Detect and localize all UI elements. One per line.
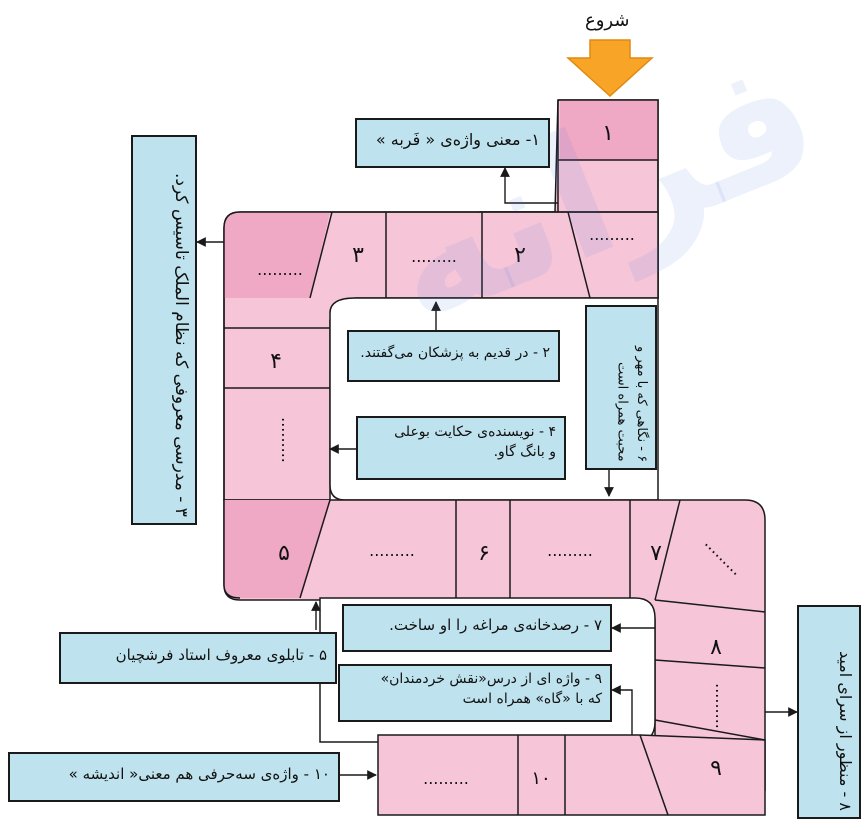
clue-1: ۱- معنی واژه‌ی « فَربه » [355, 118, 550, 168]
clue-4: ۴ - نویسنده‌ی حکایت بوعلی و بانگ گاو. [356, 416, 566, 480]
clue-6-line-1: ۶ - نگاهی که با مهر و [634, 345, 649, 462]
middle-left-dark [224, 500, 330, 598]
clue-9: ۹ - واژه ای از درس«نقش خردمندان» که با «… [338, 664, 612, 722]
clue-6: ۶ - نگاهی که با مهر و محبت همراه است [585, 305, 657, 470]
upper-left-dark [224, 212, 330, 298]
blank-cell-10: ......... [423, 769, 469, 788]
clue-3: ۳ - مدرسی معروفی که نظام الملک تاسیس کرد… [131, 135, 197, 525]
cell-number-9: ۹ [710, 756, 722, 781]
blank-cell-5: ......... [369, 541, 415, 560]
blank-cell-8: ......... [712, 683, 731, 729]
cell-number-7: ۷ [650, 541, 662, 566]
blank-cell-3: ......... [257, 260, 303, 279]
clue-4-line-2: و بانگ گاو. [493, 444, 556, 461]
clue-6-line-2: محبت همراه است [614, 362, 630, 462]
cell-number-2: ۲ [514, 243, 526, 268]
cell-number-5: ۵ [278, 541, 290, 566]
cell-number-1: ۱ [602, 121, 614, 146]
arrow-9 [611, 685, 633, 735]
cell-number-6: ۶ [478, 541, 490, 566]
cell-number-4: ۴ [270, 349, 282, 374]
blank-cell-2: ......... [411, 247, 457, 266]
arrow-1 [500, 167, 558, 204]
clue-9-line-1: ۹ - واژه ای از درس«نقش خردمندان» [380, 671, 602, 687]
clue-7: ۷ - رصدخانه‌ی مراغه را او ساخت. [342, 604, 612, 652]
blank-cell-6: ......... [547, 541, 593, 560]
cell-number-10: ۱۰ [531, 768, 550, 789]
blank-cell-1: ......... [589, 225, 635, 244]
clue-8: ۸ - منظور از سرای امید [797, 605, 861, 819]
connector-arrows [196, 167, 798, 780]
bottom-band [377, 734, 766, 816]
blank-cell-4: ......... [278, 417, 297, 463]
clue-4-line-1: ۴ - نویسنده‌ی حکایت بوعلی [394, 424, 556, 440]
cell-number-8: ۸ [710, 635, 722, 660]
cell-number-3: ۳ [352, 243, 364, 268]
cell-top-corner-fill [560, 100, 658, 160]
clue-2: ۲ - در قدیم به پزشکان می‌گفتند. [347, 330, 560, 382]
clue-5: ۵ - تابلوی معروف استاد فرشچیان [59, 632, 337, 684]
start-arrow [566, 39, 654, 98]
clue-9-line-2: که با «گاه» همراه است [462, 690, 602, 707]
clue-10: ۱۰ - واژه‌ی سه‌حرفی هم معنی« اندیشه » [8, 752, 340, 802]
start-label: شروع [585, 10, 630, 31]
